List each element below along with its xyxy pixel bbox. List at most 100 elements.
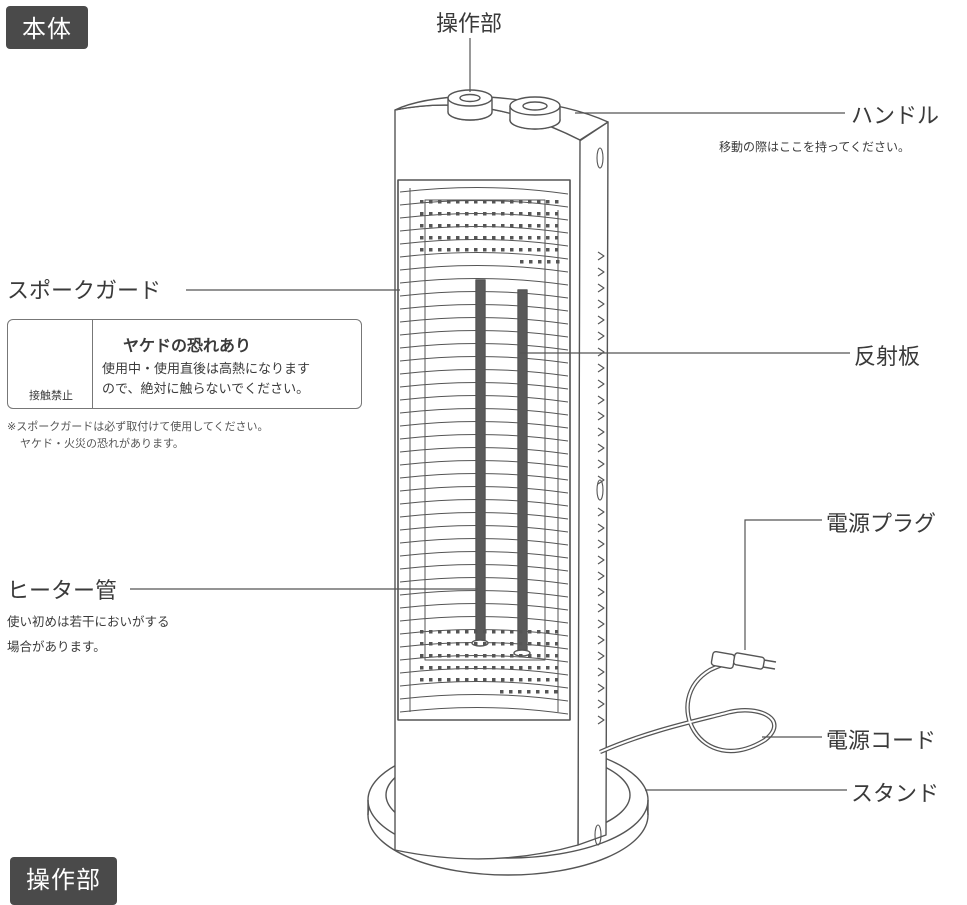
grille-dot (483, 642, 487, 646)
grille-dot (528, 678, 532, 682)
footnote-line1: ※スポークガードは必ず取付けて使用してください。 (7, 420, 269, 433)
grille-dot (546, 248, 550, 252)
grille-dot (492, 236, 496, 240)
grille-dot (456, 212, 460, 216)
grille-dot (501, 200, 505, 204)
grille-dot (501, 666, 505, 670)
no-touch-label: 接触禁止 (29, 389, 73, 402)
grille-dot (456, 678, 460, 682)
grille-dot (547, 260, 551, 264)
grille-dot (492, 224, 496, 228)
grille-dot (537, 654, 541, 658)
grille-dot (474, 224, 478, 228)
grille-dot (492, 642, 496, 646)
grille-dot (519, 200, 523, 204)
grille-dot (501, 224, 505, 228)
grille-dot (537, 212, 541, 216)
grille-dot (519, 678, 523, 682)
leader-lines (130, 38, 850, 791)
grille-dot (510, 200, 514, 204)
grille-bar (399, 680, 569, 689)
grille-dot (456, 666, 460, 670)
grille-dot (500, 690, 504, 694)
grille-dot (492, 200, 496, 204)
grille-dot (447, 654, 451, 658)
grille-dot (483, 224, 487, 228)
footnote-line2: ヤケド・火災の恐れがあります。 (20, 437, 184, 450)
warning-box: 接触禁止 ヤケドの恐れあり 使用中・使用直後は高熱になります ので、絶対に触らな… (7, 319, 362, 409)
grille-dot (483, 236, 487, 240)
grille-dot (420, 200, 424, 204)
grille-dot (501, 248, 505, 252)
grille-dot (546, 236, 550, 240)
grille-dot (536, 690, 540, 694)
grille-dot (429, 200, 433, 204)
grille-dot (456, 654, 460, 658)
grille-dot (429, 224, 433, 228)
grille-dot (420, 212, 424, 216)
grille-dot (537, 666, 541, 670)
grille-dot (555, 248, 559, 252)
grille-bar (399, 693, 569, 702)
grille-dot (509, 690, 513, 694)
grille-dot (510, 236, 514, 240)
grille-dot (456, 248, 460, 252)
grille-dot (492, 630, 496, 634)
grille-dot (456, 236, 460, 240)
grille-dot (520, 260, 524, 264)
grille-dot (501, 654, 505, 658)
warning-body-line2: ので、絶対に触らないでください。 (102, 382, 310, 397)
grille-dot (465, 248, 469, 252)
grille-dot (546, 212, 550, 216)
grille-dot (429, 678, 433, 682)
grille-dot (474, 678, 478, 682)
grille-dot (474, 630, 478, 634)
grille-dot (438, 224, 442, 228)
grille-dot (556, 260, 560, 264)
grille-dot (465, 236, 469, 240)
grille-dot (447, 200, 451, 204)
grille-dot (456, 224, 460, 228)
grille-dot (528, 630, 532, 634)
grille-dot (474, 642, 478, 646)
grille-dot (555, 212, 559, 216)
grille-dot (528, 224, 532, 228)
grille-dot (492, 654, 496, 658)
grille-dot (492, 248, 496, 252)
grille-dot (438, 678, 442, 682)
grille-dot (527, 690, 531, 694)
grille-dot (501, 642, 505, 646)
grille-dot (546, 200, 550, 204)
label-stand: スタンド (851, 782, 940, 807)
grille-dot (528, 642, 532, 646)
grille-dot (546, 666, 550, 670)
grille-dot (555, 654, 559, 658)
grille-dot (555, 666, 559, 670)
label-handle: ハンドル (851, 104, 940, 129)
grille-dot (546, 678, 550, 682)
grille-dot (465, 224, 469, 228)
grille-dot (429, 248, 433, 252)
control-knob-right (509, 96, 561, 130)
grille-dot (447, 248, 451, 252)
grille-dot (538, 260, 542, 264)
grille-bar (399, 238, 569, 247)
grille-dot (429, 212, 433, 216)
grille-dot (429, 654, 433, 658)
warning-body-line1: 使用中・使用直後は高熱になります (102, 362, 311, 377)
grille-dot (438, 236, 442, 240)
grille-dot (554, 690, 558, 694)
grille-dot (518, 690, 522, 694)
grille-dot (420, 654, 424, 658)
grille-dot (501, 236, 505, 240)
grille-dot (420, 224, 424, 228)
grille-dot (510, 224, 514, 228)
grille-dot (501, 678, 505, 682)
warning-divider (92, 320, 93, 408)
grille-dot (429, 630, 433, 634)
grille-dot (510, 630, 514, 634)
grille-dot (492, 678, 496, 682)
grille-dot (474, 212, 478, 216)
grille-dot (456, 642, 460, 646)
grille-dot (519, 666, 523, 670)
